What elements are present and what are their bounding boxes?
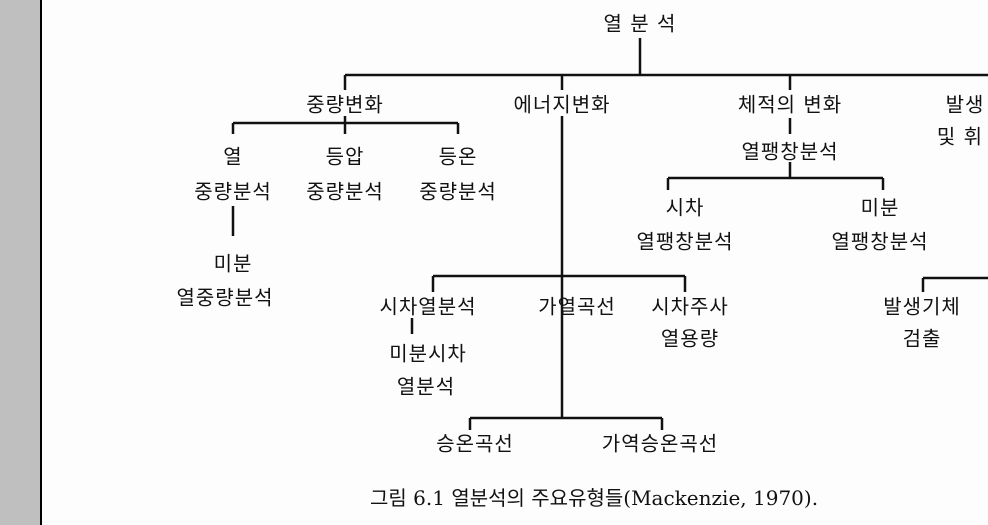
branch-energy-change: 에너지변화 (513, 92, 611, 117)
branch-mass-change: 중량변화 (306, 92, 384, 117)
branch-volume-change: 체적의 변화 (737, 92, 843, 117)
deriv-dilatometry-line1: 미분 (860, 195, 900, 220)
root-title: 열 분 석 (603, 11, 677, 36)
left-margin-strip (0, 0, 42, 525)
egd-line1: 발생기체 (883, 294, 961, 319)
dta-label: 시차열분석 (379, 294, 477, 319)
diff-dilatometry-line2: 열팽창분석 (636, 229, 734, 254)
ddta-line2: 열분석 (396, 374, 456, 399)
figure-caption: 그림 6.1 열분석의 주요유형들(Mackenzie, 1970). (370, 486, 819, 510)
deriv-dilatometry-line2: 열팽창분석 (831, 229, 929, 254)
diff-dilatometry-line1: 시차 (665, 195, 705, 220)
heating-connector (468, 416, 664, 430)
isobaric-line1: 등압 (325, 144, 365, 169)
ddta-line1: 미분시차 (389, 341, 467, 366)
branch-gas-line2: 및 휘 (936, 124, 984, 149)
isothermal-line1: 등온 (438, 144, 478, 169)
egd-line2: 검출 (902, 326, 942, 351)
reversible-rising-temp-curve: 가역승온곡선 (601, 431, 719, 456)
heating-curve-label: 가열곡선 (538, 294, 616, 319)
tga-line2: 중량분석 (194, 179, 272, 204)
rising-temp-curve: 승온곡선 (436, 431, 514, 456)
branch-gas-line1: 발생 (945, 92, 985, 117)
dtg-line2: 열중량분석 (176, 285, 274, 310)
dsc-line1: 시차주사 (651, 294, 729, 319)
energy-connector (431, 274, 687, 292)
gas-connector (921, 276, 988, 292)
tga-line1: 열 (223, 144, 243, 169)
mass-connector (231, 116, 460, 134)
dsc-line2: 열용량 (660, 326, 720, 351)
isobaric-line2: 중량분석 (306, 179, 384, 204)
root-connector (343, 38, 988, 90)
dtg-line1: 미분 (213, 251, 253, 276)
dilatometry-label: 열팽창분석 (741, 139, 839, 164)
isothermal-line2: 중량분석 (419, 179, 497, 204)
volume-connector (666, 118, 885, 190)
